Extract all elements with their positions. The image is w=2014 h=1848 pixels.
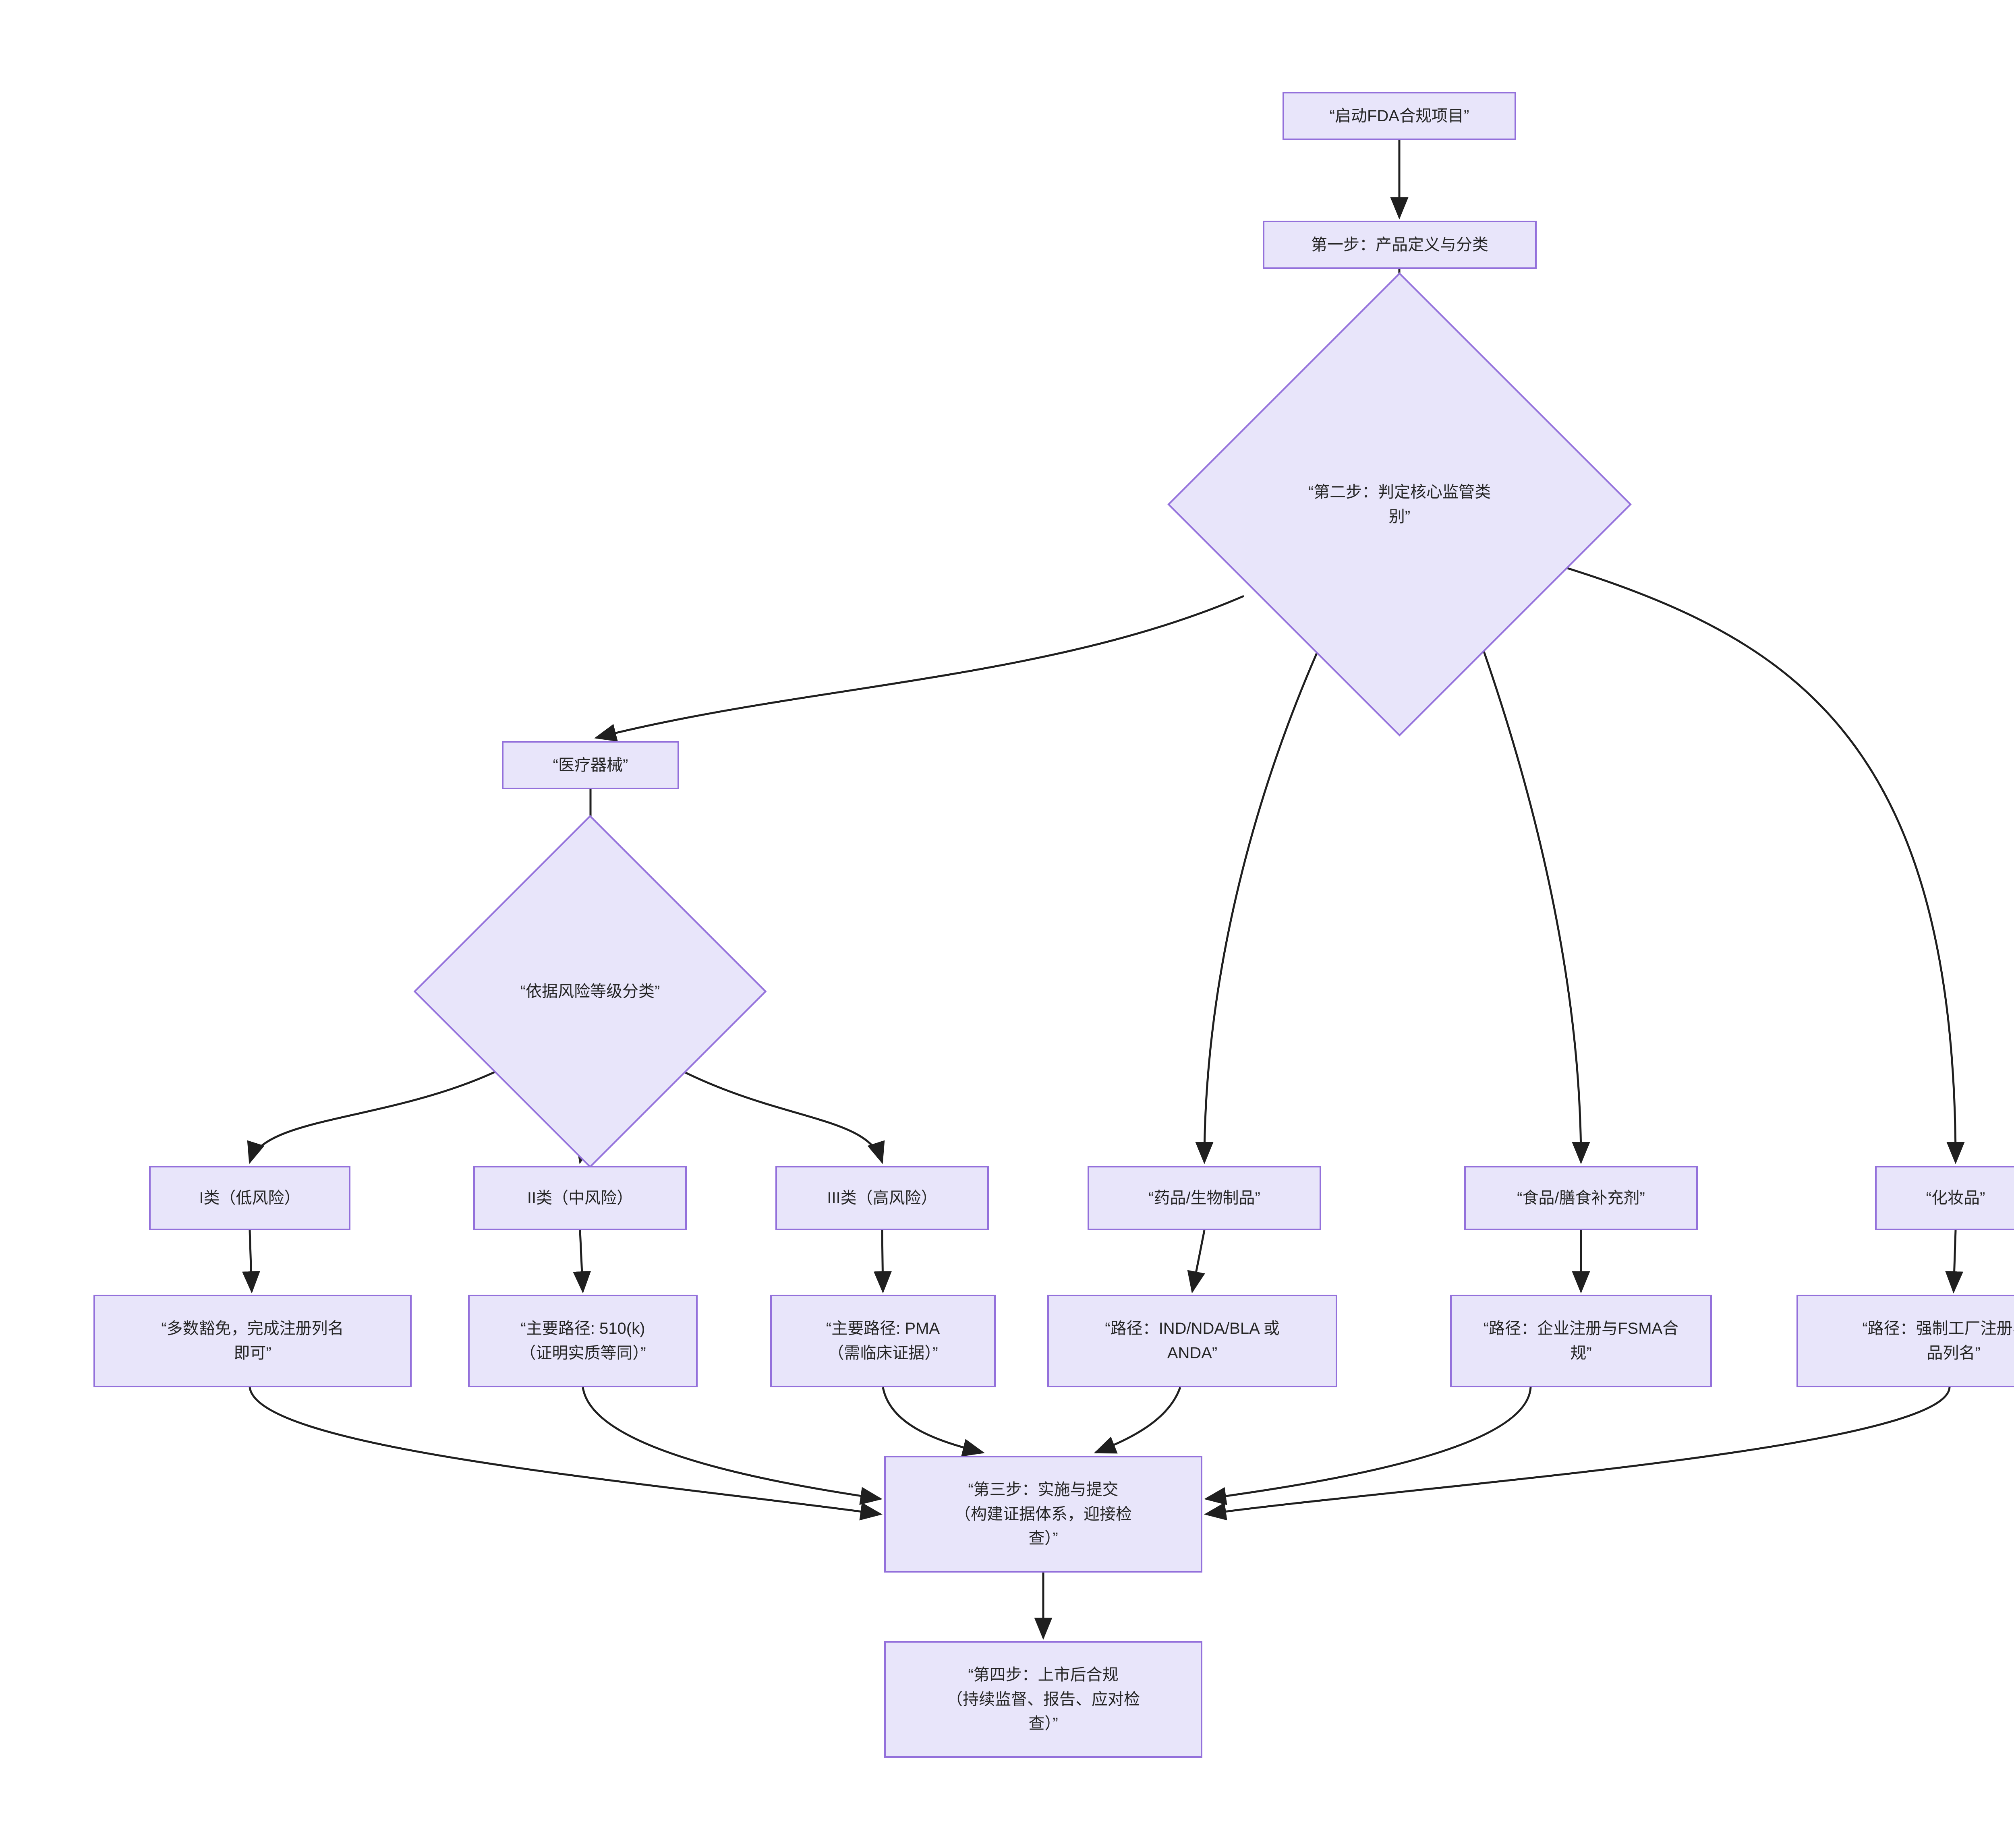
edge-drug-pathdrug [1187,1230,1206,1293]
edge-pathfood-step3 [1204,1387,1532,1505]
node-food-supplement-label: “食品/膳食补充剂” [1517,1189,1645,1207]
node-medical-device-label: “医疗器械” [553,756,628,774]
node-pathway-class-2-label: “主要路径: 510(k) （证明实质等同）” [520,1320,646,1362]
edge-pathclass1-step3 [249,1387,883,1521]
node-pathway-drug-label: “路径：IND/NDA/BLA 或 ANDA” [1105,1320,1280,1362]
edge-step2-food [1465,602,1590,1164]
edge-pathdrug-step3 [1094,1387,1181,1454]
node-pathway-class-3-label: “主要路径: PMA （需临床证据）” [826,1320,940,1362]
node-class-3[interactable]: III类（高风险） [775,1166,989,1230]
edge-step2-device [594,595,1244,742]
edge-pathclass3-step3 [882,1387,985,1457]
edge-class1-pathclass1 [242,1230,260,1293]
edge-class3-pathclass3 [873,1230,892,1293]
node-drug-biologic-label: “药品/生物制品” [1148,1189,1260,1207]
node-risk-classification-label: “依据风险等级分类” [520,982,660,1000]
node-pathway-drug[interactable]: “路径：IND/NDA/BLA 或 ANDA” [1047,1295,1337,1387]
edge-pathcosm-step3 [1204,1387,1951,1521]
node-step-3-label: “第三步：实施与提交 （构建证据体系，迎接检 查）” [955,1480,1132,1548]
node-pathway-class-1[interactable]: “多数豁免，完成注册列名 即可” [93,1295,412,1387]
node-step-4-label: “第四步：上市后合规 （持续监督、报告、应对检 查）” [947,1666,1140,1733]
node-risk-classification-decision[interactable]: “依据风险等级分类” [413,815,767,1168]
node-medical-device[interactable]: “医疗器械” [502,741,679,789]
node-pathway-food-label: “路径：企业注册与FSMA合 规” [1483,1320,1679,1362]
node-step-2-decision[interactable]: “第二步：判定核心监管类 别” [1167,272,1632,737]
edge-class2-pathclass2 [573,1230,591,1293]
node-pathway-cosmetic-label: “路径：强制工厂注册与产 品列名” [1862,1320,2014,1362]
edge-step2-drug [1195,599,1343,1164]
node-class-2[interactable]: II类（中风险） [473,1166,687,1230]
node-pathway-cosmetic[interactable]: “路径：强制工厂注册与产 品列名” [1796,1295,2014,1387]
node-class-1[interactable]: I类（低风险） [149,1166,350,1230]
node-cosmetic[interactable]: “化妆品” [1875,1166,2014,1230]
node-step-1[interactable]: 第一步：产品定义与分类 [1263,221,1537,269]
edge-pathclass2-step3 [582,1387,883,1505]
node-drug-biologic[interactable]: “药品/生物制品” [1088,1166,1321,1230]
node-pathway-class-3[interactable]: “主要路径: PMA （需临床证据）” [770,1295,996,1387]
node-step-2-label: “第二步：判定核心监管类 别” [1308,483,1491,526]
edge-step2-cosmetic [1526,555,1965,1164]
node-cosmetic-label: “化妆品” [1926,1189,1985,1207]
node-class-1-label: I类（低风险） [199,1189,300,1207]
node-food-supplement[interactable]: “食品/膳食补充剂” [1464,1166,1698,1230]
node-step-4[interactable]: “第四步：上市后合规 （持续监督、报告、应对检 查）” [884,1641,1202,1758]
node-pathway-food[interactable]: “路径：企业注册与FSMA合 规” [1450,1295,1712,1387]
node-step-3[interactable]: “第三步：实施与提交 （构建证据体系，迎接检 查）” [884,1456,1202,1573]
node-class-3-label: III类（高风险） [827,1189,937,1207]
node-pathway-class-1-label: “多数豁免，完成注册列名 即可” [161,1320,344,1362]
node-class-2-label: II类（中风险） [527,1189,633,1207]
node-start[interactable]: “启动FDA合规项目” [1283,92,1516,140]
edge-cosmetic-pathcosm [1945,1230,1964,1293]
node-step-1-label: 第一步：产品定义与分类 [1311,236,1488,254]
node-pathway-class-2[interactable]: “主要路径: 510(k) （证明实质等同）” [468,1295,698,1387]
node-start-label: “启动FDA合规项目” [1329,107,1469,125]
